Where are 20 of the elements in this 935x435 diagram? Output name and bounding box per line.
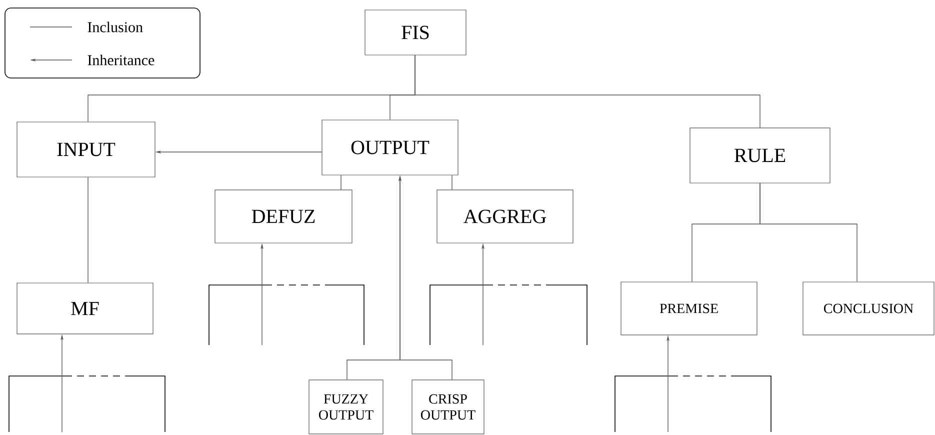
inclusion-line xyxy=(340,174,342,190)
subclass-bracket xyxy=(208,284,364,346)
inclusion-line xyxy=(414,54,760,128)
subclass-bracket xyxy=(614,376,772,432)
legend-text: Inheritance xyxy=(88,54,154,66)
subclass-bracket xyxy=(8,376,166,432)
class-box: RULE xyxy=(690,128,830,184)
class-box: CONCLUSION xyxy=(802,282,934,336)
subclass-bracket xyxy=(430,284,588,346)
class-box: AGGREG xyxy=(436,190,574,244)
class-box: OUTPUT xyxy=(322,120,458,176)
class-box: CRISP OUTPUT xyxy=(412,380,484,434)
class-box: PREMISE xyxy=(620,282,758,336)
legend-text: Inclusion xyxy=(88,22,143,32)
class-box: DEFUZ xyxy=(214,190,352,244)
class-box: MF xyxy=(16,282,154,334)
class-box: FIS xyxy=(364,10,466,56)
inclusion-line xyxy=(760,182,858,282)
class-box: FUZZY OUTPUT xyxy=(308,380,384,434)
class-box: INPUT xyxy=(16,122,156,178)
